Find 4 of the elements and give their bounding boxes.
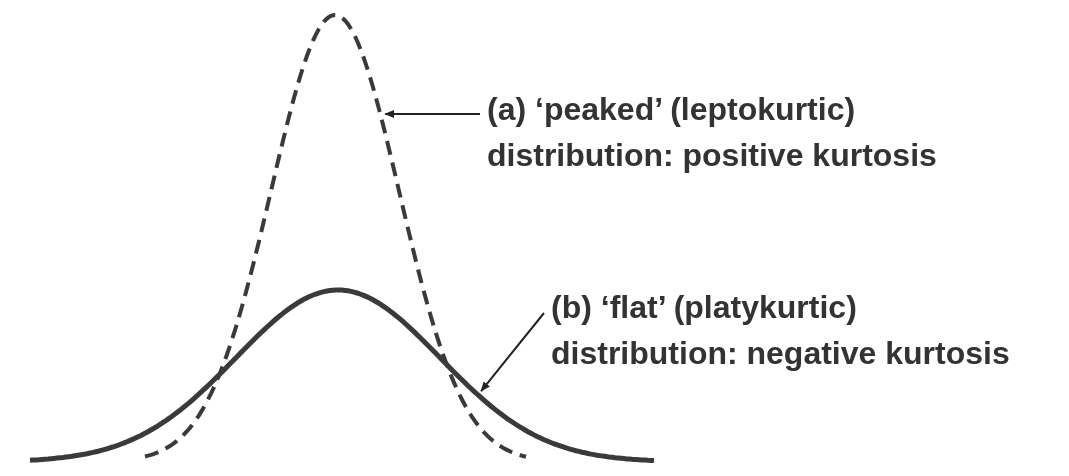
leader-arrow [384, 110, 481, 118]
curve-label: (a) ‘peaked’ (leptokurtic) distribution: positive kurtosis [487, 90, 938, 175]
leader-arrow [480, 312, 545, 393]
curve-label: (b) ‘flat’ (platykurtic) distribution: negative kurtosis [551, 288, 1011, 373]
